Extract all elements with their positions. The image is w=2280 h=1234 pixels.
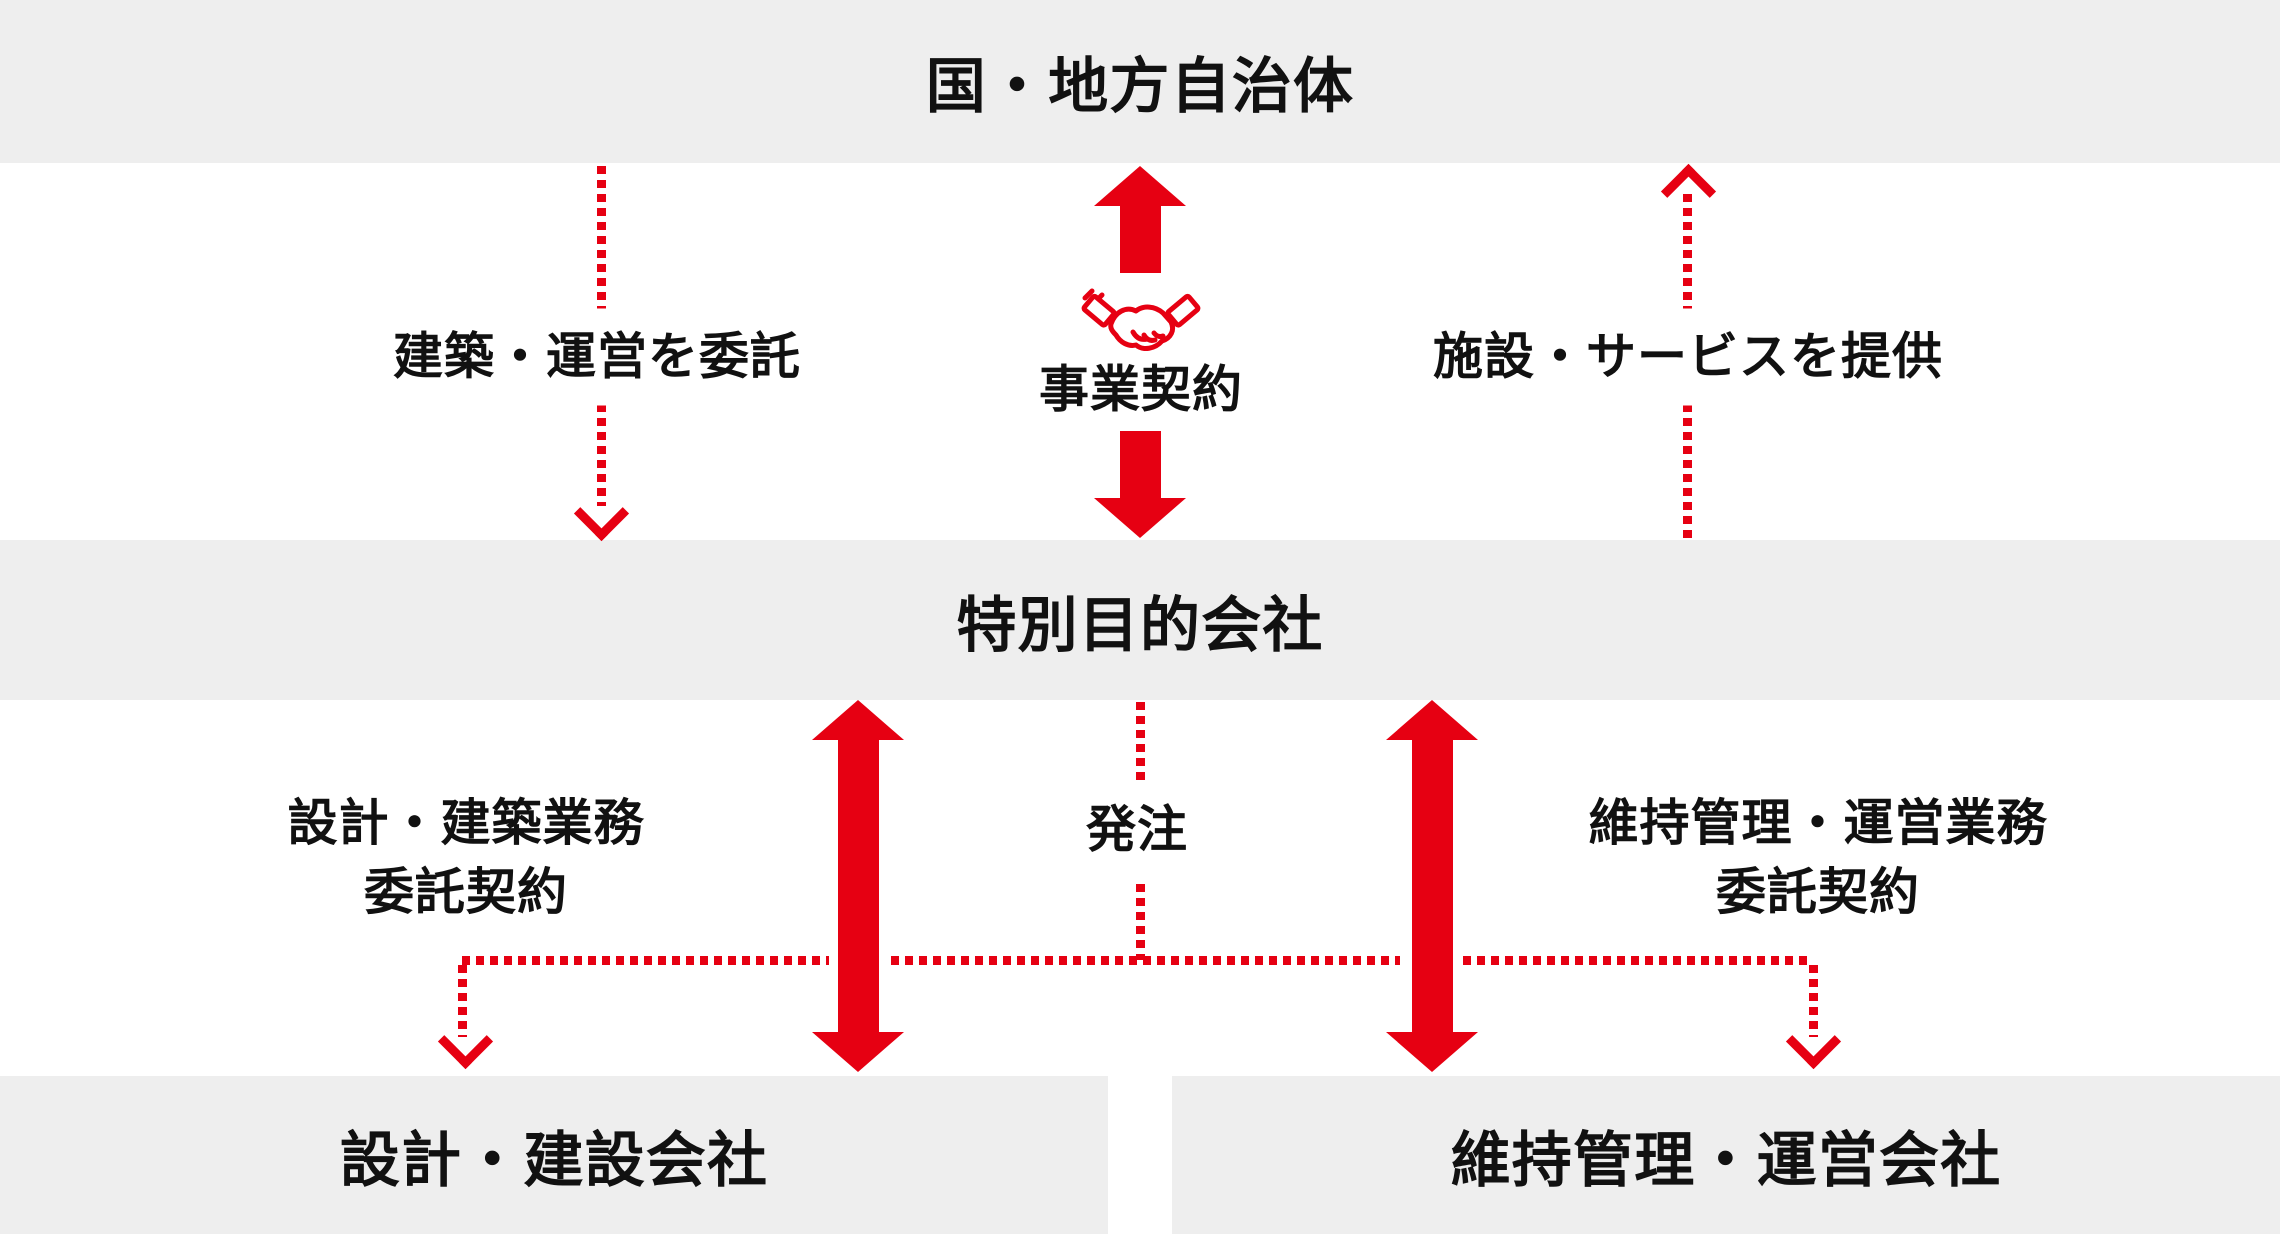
arrow-shaft	[1411, 740, 1453, 1032]
label-maintenance-contract-line2: 委託契約	[1716, 864, 1920, 920]
label-design-contract-line2: 委託契約	[364, 864, 568, 920]
node-spc-label: 特別目的会社	[956, 591, 1324, 659]
arrow-shaft	[837, 740, 879, 1032]
node-spc: 特別目的会社	[0, 540, 2280, 700]
label-maintenance-contract: 維持管理・運営業務 委託契約	[1568, 775, 2068, 941]
label-provide: 施設・サービスを提供	[1413, 308, 1963, 406]
node-design-company-label: 設計・建設会社	[339, 1126, 769, 1194]
label-business-contract: 事業契約	[1039, 361, 1243, 418]
arrowhead-down-icon	[1386, 1032, 1478, 1072]
entrust-arrowhead-icon	[573, 485, 630, 542]
arrowhead-up-icon	[812, 700, 904, 740]
order-right-arrowhead-icon	[1785, 1013, 1842, 1070]
node-maintenance-company: 維持管理・運営会社	[1172, 1076, 2280, 1234]
order-dotted-line-horizontal	[462, 956, 829, 965]
arrowhead-down-icon	[1094, 498, 1186, 538]
label-maintenance-contract-line1: 維持管理・運営業務	[1588, 795, 2048, 851]
label-design-contract: 設計・建築業務 委託契約	[267, 775, 665, 941]
contract-arrow-down	[1094, 431, 1186, 538]
arrow-shaft	[1119, 431, 1161, 498]
order-left-arrowhead-icon	[437, 1013, 494, 1070]
order-dotted-line-horizontal	[891, 956, 1400, 965]
arrowhead-down-icon	[812, 1032, 904, 1072]
arrowhead-up-icon	[1094, 166, 1186, 206]
node-government-label: 国・地方自治体	[925, 53, 1355, 120]
arrow-shaft	[1119, 206, 1161, 273]
label-entrust: 建築・運営を委託	[373, 308, 821, 406]
label-order: 発注	[1066, 781, 1208, 879]
order-branch-left-line	[458, 965, 467, 1037]
node-maintenance-company-label: 維持管理・運営会社	[1450, 1126, 2002, 1194]
order-dotted-line-horizontal	[1463, 956, 1813, 965]
design-contract-arrow	[812, 700, 904, 1072]
order-branch-right-line	[1809, 965, 1818, 1037]
node-design-company: 設計・建設会社	[0, 1076, 1108, 1234]
label-design-contract-line1: 設計・建築業務	[287, 795, 645, 851]
handshake-icon	[1081, 288, 1201, 351]
arrowhead-up-icon	[1386, 700, 1478, 740]
maintenance-contract-arrow	[1386, 700, 1478, 1072]
node-government: 国・地方自治体	[0, 0, 2280, 163]
contract-arrow-up	[1094, 166, 1186, 273]
